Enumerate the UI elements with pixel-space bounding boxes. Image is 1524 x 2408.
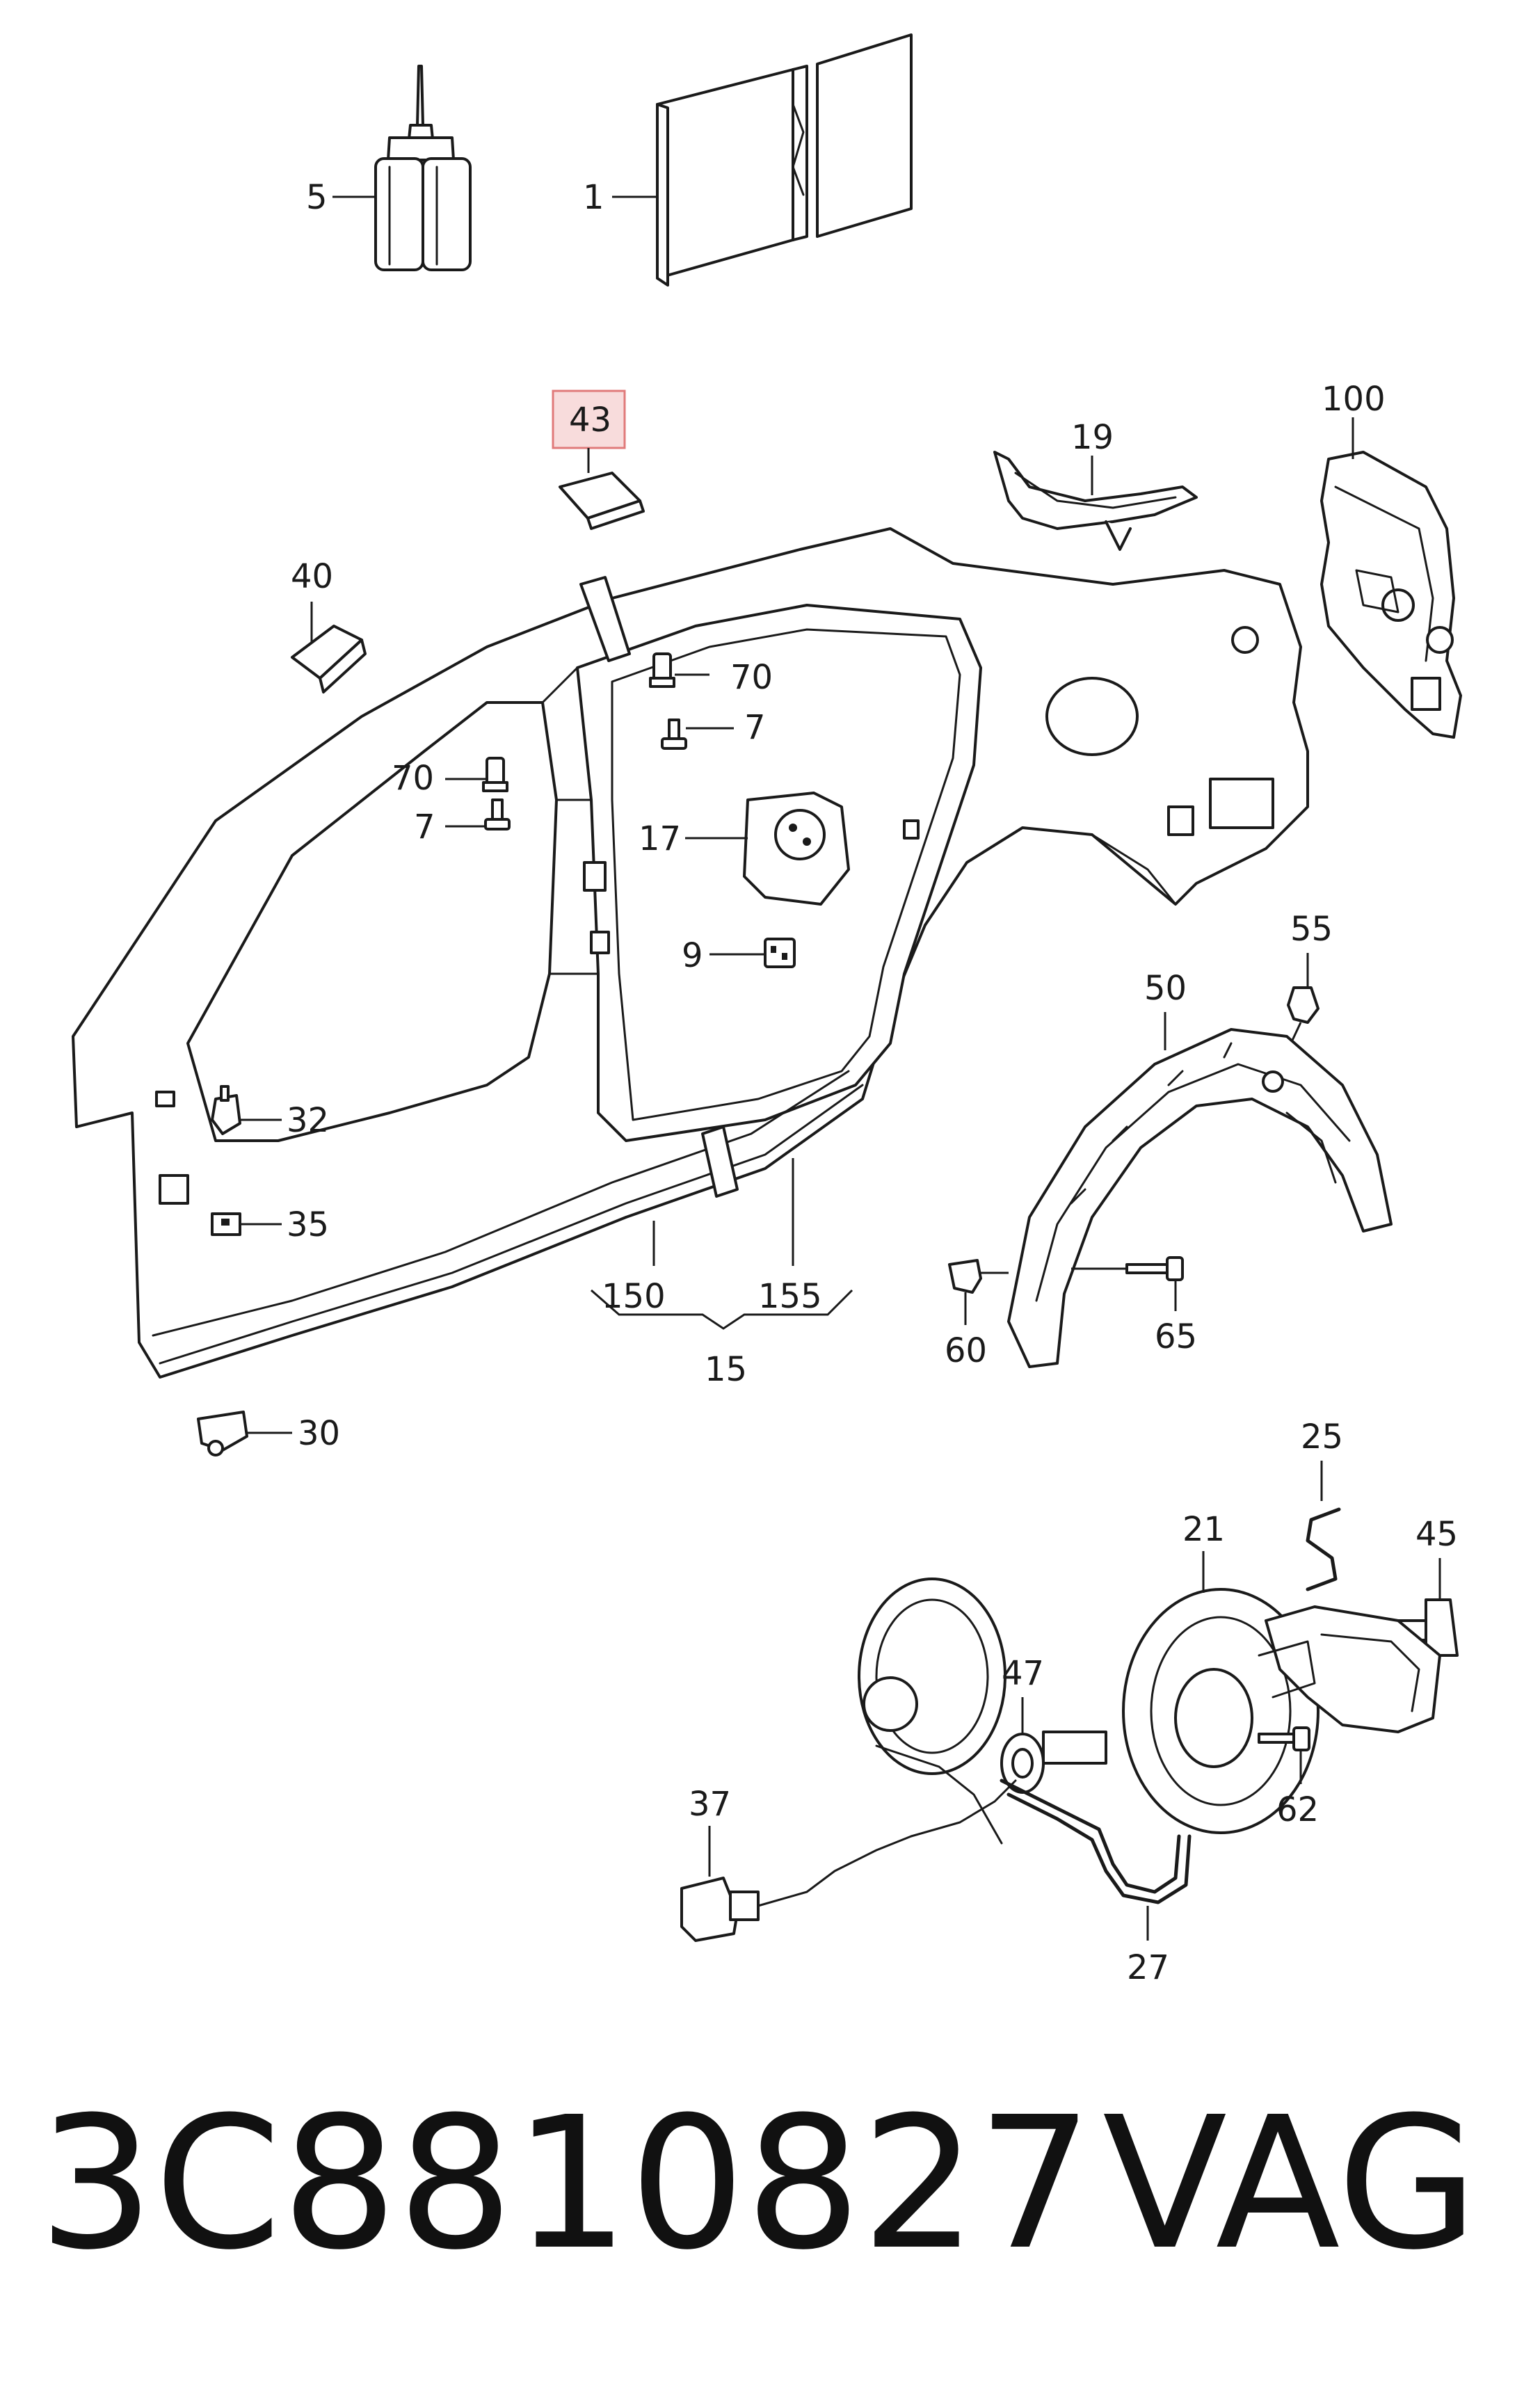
callout-21: 21 <box>1182 1510 1225 1549</box>
callout-65: 65 <box>1155 1317 1197 1356</box>
brand-label: VAG <box>1102 2078 1479 2290</box>
part-25-spring <box>1306 1507 1341 1591</box>
callout-37: 37 <box>689 1785 731 1824</box>
callout-7-right: 7 <box>744 708 766 747</box>
part-number-label: 3C8810827 <box>38 2078 1093 2290</box>
part-21-fuel-filler-housing <box>1122 1588 1441 1834</box>
callout-30: 30 <box>298 1414 340 1453</box>
part-32-clip <box>211 1085 241 1135</box>
part-100-rear-panel <box>1320 451 1462 739</box>
part-7-screw-left <box>484 798 511 830</box>
part-55-clip <box>1287 986 1320 1024</box>
part-62-screw <box>1258 1726 1310 1751</box>
callout-50: 50 <box>1144 969 1187 1008</box>
callout-70-right: 70 <box>730 658 773 697</box>
callout-15: 15 <box>705 1350 747 1389</box>
callout-45: 45 <box>1415 1515 1458 1554</box>
part-43-reinforcement-patch <box>559 472 645 530</box>
callout-9: 9 <box>682 936 703 975</box>
part-1-insulation-pad <box>656 33 913 287</box>
part-9-clip <box>764 938 796 968</box>
part-27-drain-hose <box>1000 1779 1192 1904</box>
part-60-clip <box>948 1259 982 1294</box>
part-70-rivet-left <box>482 757 508 792</box>
callout-55: 55 <box>1290 910 1333 949</box>
callout-62: 62 <box>1276 1790 1319 1829</box>
callout-40: 40 <box>291 557 333 596</box>
part-7-screw-right <box>661 719 687 750</box>
callout-150: 150 <box>602 1277 666 1316</box>
callout-15-bracket <box>591 1289 853 1330</box>
callout-27: 27 <box>1127 1948 1169 1987</box>
callout-43: 43 <box>569 401 611 440</box>
callout-70-left: 70 <box>392 759 434 798</box>
callout-100: 100 <box>1322 380 1386 419</box>
callout-17: 17 <box>639 819 681 858</box>
callout-43-highlight-box <box>552 390 626 449</box>
callout-7-left: 7 <box>414 808 435 846</box>
part-fuel-cap-cover <box>858 1578 1107 1845</box>
part-35-clip <box>211 1212 241 1236</box>
callout-32: 32 <box>287 1101 329 1140</box>
callout-19: 19 <box>1071 418 1114 457</box>
part-40-cover-strip <box>291 625 367 693</box>
part-65-screw <box>1125 1256 1184 1281</box>
part-30-clip <box>197 1411 248 1456</box>
callout-47: 47 <box>1002 1654 1044 1693</box>
callout-25: 25 <box>1301 1418 1343 1456</box>
callout-1: 1 <box>583 178 604 217</box>
callout-60: 60 <box>945 1331 987 1370</box>
part-50-wheel-housing-liner <box>1007 1028 1393 1368</box>
callout-35: 35 <box>287 1205 329 1244</box>
part-17-bracket <box>743 792 850 906</box>
part-37-actuator <box>680 1779 1017 1942</box>
footer: 3C8810827 VAG <box>38 2080 1485 2288</box>
callout-5: 5 <box>306 178 328 217</box>
callout-155: 155 <box>758 1277 822 1316</box>
part-5-adhesive-cartridge <box>374 65 472 271</box>
part-19-bracket <box>993 451 1198 551</box>
part-70-rivet-right <box>649 652 675 688</box>
